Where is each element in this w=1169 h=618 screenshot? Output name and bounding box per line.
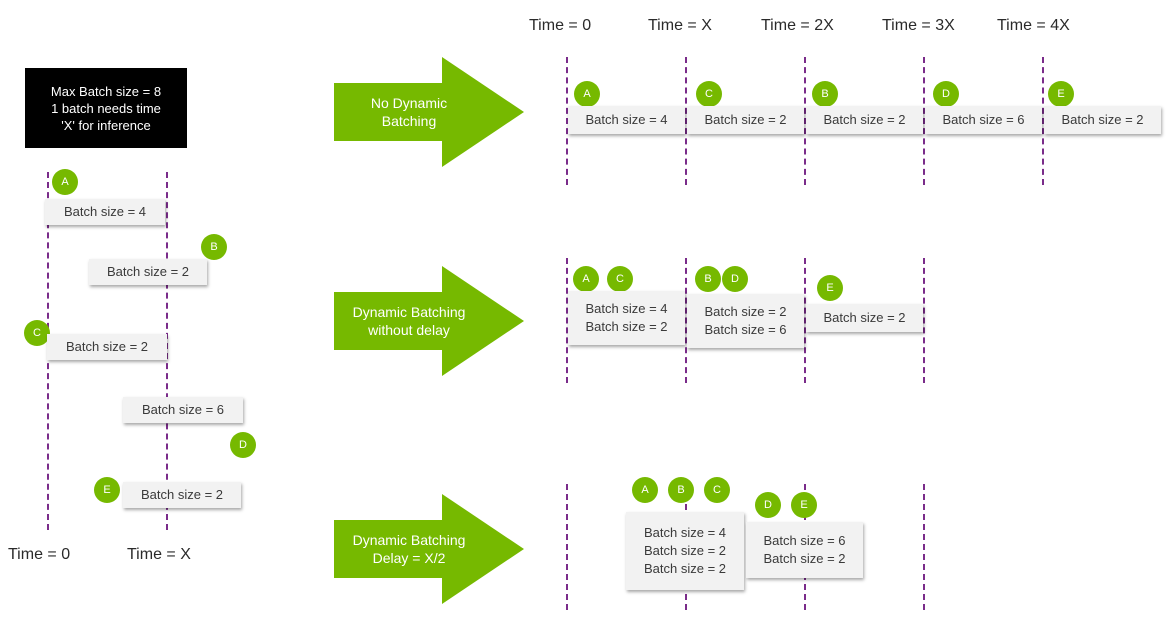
s1-batch-1-line-1: Batch size = 4 <box>585 112 668 127</box>
s3-batch-1-line-2: Batch size = 2 <box>643 543 727 558</box>
s3-badge-a: A <box>632 477 658 503</box>
s1-batch-5: Batch size = 2 <box>1044 106 1161 134</box>
s2-badge-e: E <box>817 275 843 301</box>
s3-line-t0 <box>566 484 568 610</box>
s1-batch-5-line-1: Batch size = 2 <box>1061 112 1144 127</box>
s1-batch-3-line-1: Batch size = 2 <box>823 112 906 127</box>
s1-line-tx <box>685 57 687 185</box>
s2-line-t0 <box>566 258 568 383</box>
s2-line-t3x <box>923 258 925 383</box>
left-time-label-0: Time = 0 <box>8 546 71 563</box>
top-time-label-4x: Time = 4X <box>997 17 1070 34</box>
s1-batch-1: Batch size = 4 <box>568 106 685 134</box>
s3-batch-1-line-1: Batch size = 4 <box>643 525 727 540</box>
info-line-1: Max Batch size = 8 <box>50 83 162 99</box>
request-badge-d: D <box>230 432 256 458</box>
s3-badge-b: B <box>668 477 694 503</box>
s1-line-t3x <box>923 57 925 185</box>
s3-badge-d: D <box>755 492 781 518</box>
top-time-label-3x: Time = 3X <box>882 17 955 34</box>
request-badge-a: A <box>52 169 78 195</box>
s1-batch-2: Batch size = 2 <box>687 106 804 134</box>
s1-line-t0 <box>566 57 568 185</box>
s1-badge-a: A <box>574 81 600 107</box>
arrow-2-line-1: Dynamic Batching <box>352 304 466 320</box>
s2-badge-d: D <box>722 266 748 292</box>
info-line-3: 'X' for inference <box>61 117 151 133</box>
s2-badge-c: C <box>607 266 633 292</box>
request-box-b: Batch size = 2 <box>89 259 207 285</box>
s1-line-t4x <box>1042 57 1044 185</box>
top-time-label-x: Time = X <box>648 17 712 34</box>
s3-badge-e: E <box>791 492 817 518</box>
arrow-no-dynamic-batching: No Dynamic Batching <box>334 57 524 167</box>
s3-batch-2: Batch size = 6 Batch size = 2 <box>746 522 863 578</box>
s2-batch-2-line-1: Batch size = 2 <box>704 304 787 319</box>
s1-batch-4-line-1: Batch size = 6 <box>942 112 1025 127</box>
s3-batch-2-line-2: Batch size = 2 <box>763 551 846 566</box>
left-timeline-line-tx <box>166 172 168 530</box>
s2-badge-a: A <box>573 266 599 292</box>
request-box-a: Batch size = 4 <box>45 199 165 225</box>
request-box-e: Batch size = 2 <box>123 482 241 508</box>
s1-badge-b: B <box>812 81 838 107</box>
s2-batch-2-line-2: Batch size = 6 <box>704 322 787 337</box>
config-info-box: Max Batch size = 8 1 batch needs time 'X… <box>25 68 187 148</box>
s2-line-tx <box>685 258 687 383</box>
arrow-2-line-2: without delay <box>368 322 450 338</box>
arrow-dynamic-batching-no-delay: Dynamic Batching without delay <box>334 266 524 376</box>
top-time-label-0: Time = 0 <box>529 17 592 34</box>
left-time-label-x: Time = X <box>127 546 191 563</box>
s3-batch-2-line-1: Batch size = 6 <box>763 533 846 548</box>
s1-badge-d: D <box>933 81 959 107</box>
arrow-3-line-1: Dynamic Batching <box>352 532 466 548</box>
s3-line-t3x <box>923 484 925 610</box>
s2-batch-1-line-2: Batch size = 2 <box>585 319 668 334</box>
request-box-c: Batch size = 2 <box>47 334 167 360</box>
request-badge-e: E <box>94 477 120 503</box>
s2-batch-1: Batch size = 4 Batch size = 2 <box>568 291 685 345</box>
s1-badge-c: C <box>696 81 722 107</box>
request-badge-b: B <box>201 234 227 260</box>
s1-badge-e: E <box>1048 81 1074 107</box>
s2-batch-1-line-1: Batch size = 4 <box>585 301 668 316</box>
request-box-d: Batch size = 6 <box>123 397 243 423</box>
s2-batch-3-line-1: Batch size = 2 <box>823 310 906 325</box>
info-line-2: 1 batch needs time <box>51 100 161 116</box>
arrow-dynamic-batching-delay: Dynamic Batching Delay = X/2 <box>334 494 524 604</box>
arrow-3-line-2: Delay = X/2 <box>372 550 446 566</box>
s3-batch-1: Batch size = 4 Batch size = 2 Batch size… <box>626 512 744 590</box>
s3-batch-1-line-3: Batch size = 2 <box>643 561 727 576</box>
s1-batch-2-line-1: Batch size = 2 <box>704 112 787 127</box>
s3-badge-c: C <box>704 477 730 503</box>
s1-batch-3: Batch size = 2 <box>806 106 923 134</box>
top-time-label-2x: Time = 2X <box>761 17 834 34</box>
s1-line-t2x <box>804 57 806 185</box>
request-badge-c: C <box>24 320 50 346</box>
s2-batch-3: Batch size = 2 <box>806 304 923 332</box>
arrow-1-line-1: No Dynamic <box>370 95 448 111</box>
s2-batch-2: Batch size = 2 Batch size = 6 <box>687 294 804 348</box>
arrow-1-line-2: Batching <box>381 113 437 129</box>
s2-line-t2x <box>804 258 806 383</box>
s2-badge-b: B <box>695 266 721 292</box>
s1-batch-4: Batch size = 6 <box>925 106 1042 134</box>
